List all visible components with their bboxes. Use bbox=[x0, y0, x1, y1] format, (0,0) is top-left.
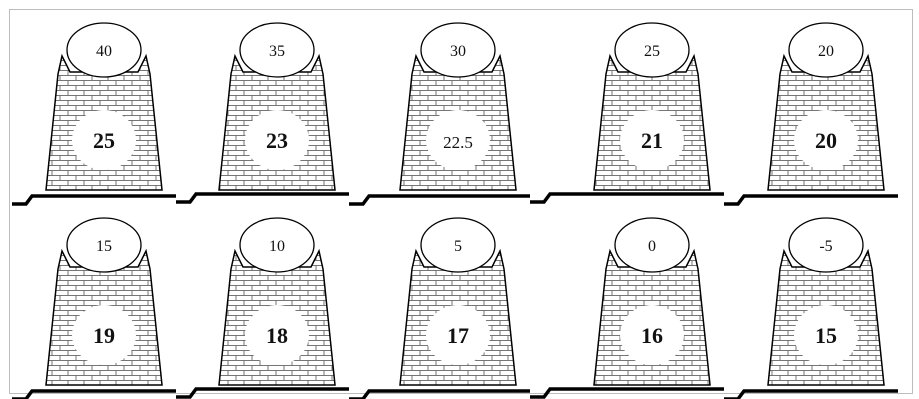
top-value-label: 10 bbox=[269, 238, 285, 255]
top-value-label: 5 bbox=[454, 238, 462, 255]
body-value-label: 20 bbox=[815, 128, 837, 153]
top-value-label: 0 bbox=[648, 238, 656, 255]
pot: 5 17 bbox=[400, 218, 516, 385]
top-value-label: 35 bbox=[269, 43, 285, 60]
body-value-label: 16 bbox=[641, 323, 663, 348]
body-value-label: 21 bbox=[641, 128, 663, 153]
top-value-label: 40 bbox=[96, 43, 112, 60]
pot: 30 22.5 bbox=[400, 23, 516, 190]
body-value-label: 22.5 bbox=[443, 133, 473, 152]
pot: 0 16 bbox=[594, 218, 710, 385]
body-value-label: 23 bbox=[266, 128, 288, 153]
ground-line bbox=[12, 389, 898, 399]
pot: -5 15 bbox=[768, 218, 884, 385]
ground-line bbox=[12, 194, 898, 204]
body-value-label: 19 bbox=[93, 323, 115, 348]
body-value-label: 18 bbox=[266, 323, 288, 348]
pot: 40 25 bbox=[46, 23, 162, 190]
top-value-label: -5 bbox=[819, 238, 832, 255]
pot: 35 23 bbox=[219, 23, 335, 190]
top-value-label: 25 bbox=[644, 43, 660, 60]
top-value-label: 30 bbox=[450, 43, 466, 60]
pot: 10 18 bbox=[219, 218, 335, 385]
top-value-label: 15 bbox=[96, 238, 112, 255]
body-value-label: 15 bbox=[815, 323, 837, 348]
body-value-label: 17 bbox=[447, 323, 469, 348]
body-value-label: 25 bbox=[93, 128, 115, 153]
pot: 25 21 bbox=[594, 23, 710, 190]
top-value-label: 20 bbox=[818, 43, 834, 60]
